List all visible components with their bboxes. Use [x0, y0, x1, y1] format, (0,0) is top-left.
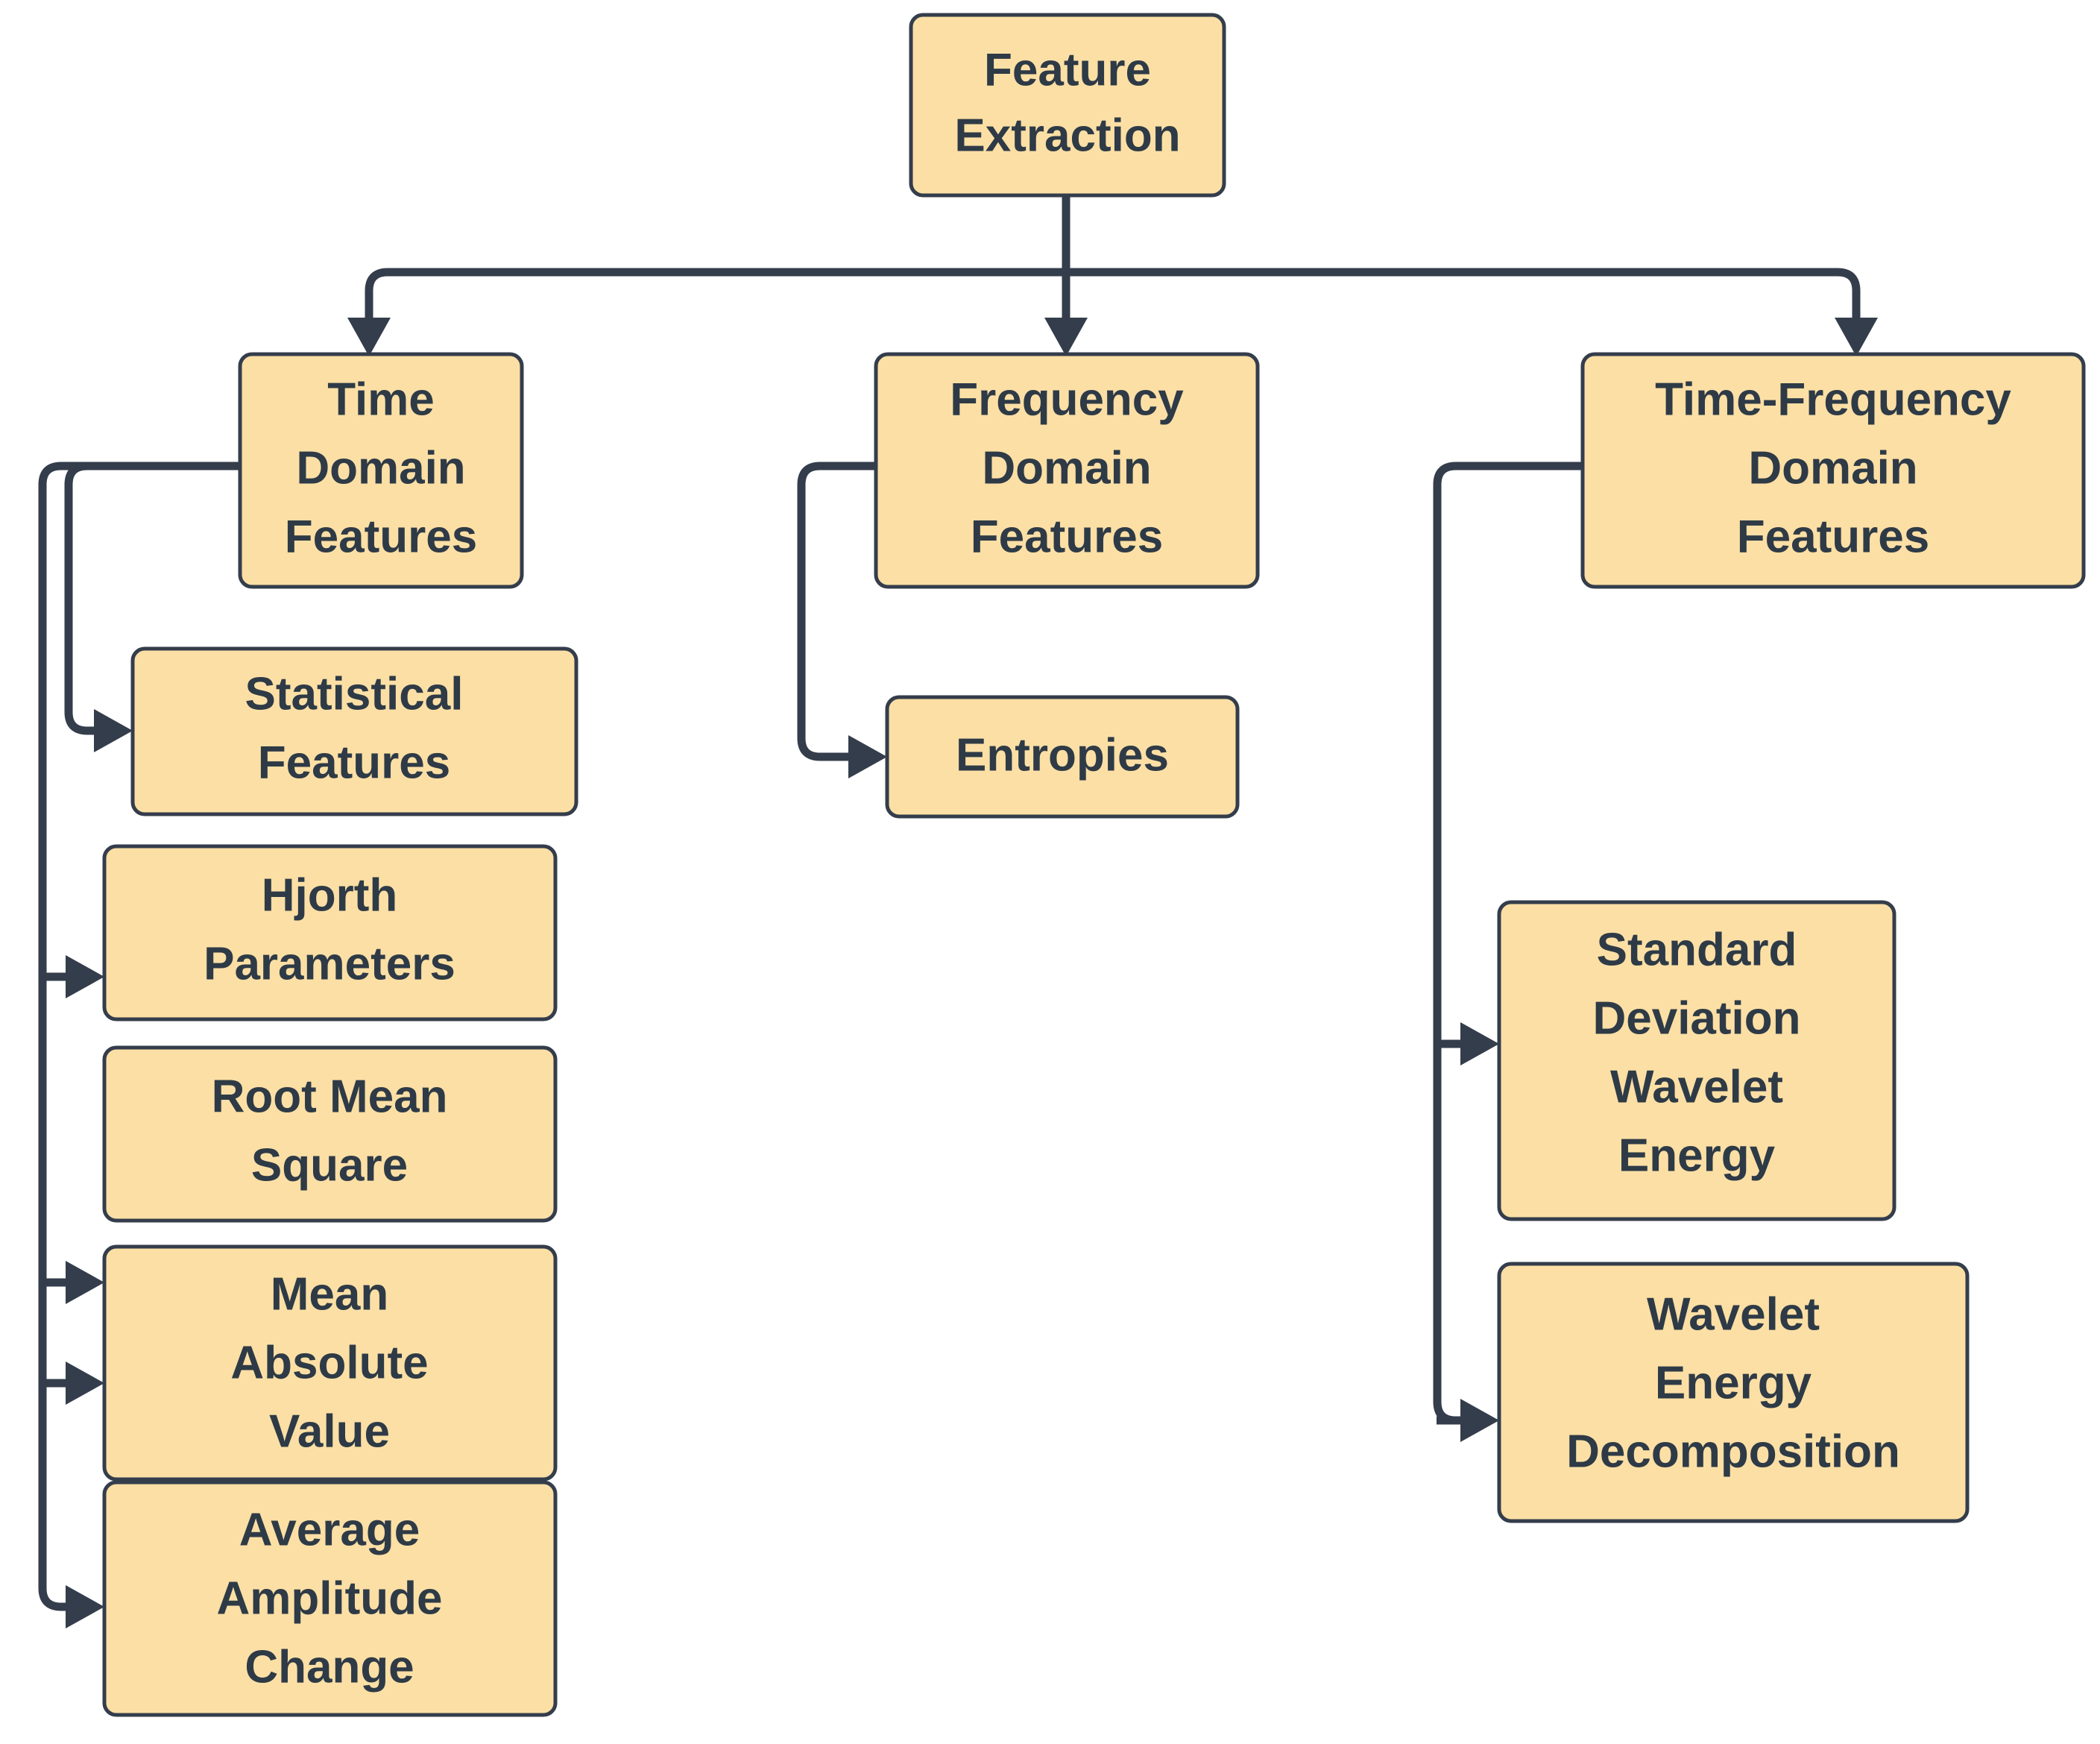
node-statistical-features[interactable]: Statistical Features [130, 646, 578, 816]
arrowhead-time-frequency-domain [1835, 318, 1878, 356]
node-frequency-domain-features[interactable]: Frequency Domain Features [874, 352, 1260, 589]
node-wavelet-energy-decomposition-box[interactable] [1497, 1262, 1970, 1523]
arrowhead-entropies [848, 735, 887, 778]
node-frequency-domain-features-box[interactable] [874, 352, 1260, 589]
node-hjorth-parameters[interactable]: Hjorth Parameters [102, 844, 558, 1021]
node-standard-deviation-wavelet-energy-box[interactable] [1497, 900, 1896, 1221]
node-entropies[interactable]: Entropies [885, 695, 1240, 819]
node-time-domain-features[interactable]: Time Domain Features [238, 352, 524, 589]
arrowhead-time-domain [347, 318, 391, 356]
arrowhead-mean-absolute-value [66, 1361, 104, 1405]
node-time-domain-features-box[interactable] [238, 352, 524, 589]
node-mean-absolute-value[interactable]: Mean Absolute Value [102, 1244, 558, 1482]
arrowhead-hjorth-parameters [66, 955, 104, 998]
node-time-frequency-domain-features[interactable]: Time-Frequency Domain Features [1580, 352, 2086, 589]
edge-root-to-time-domain [365, 268, 1066, 321]
node-feature-extraction[interactable]: Feature Extraction [909, 13, 1226, 198]
node-root-mean-square[interactable]: Root Mean Square [102, 1045, 558, 1223]
edge-frequency-domain-to-entropies [797, 462, 876, 761]
arrowhead-frequency-domain [1044, 318, 1088, 356]
node-entropies-box[interactable] [885, 695, 1240, 819]
node-feature-extraction-box[interactable] [909, 13, 1226, 198]
node-mean-absolute-value-box[interactable] [102, 1244, 558, 1482]
node-statistical-features-box[interactable] [130, 646, 578, 816]
node-standard-deviation-wavelet-energy[interactable]: Standard Deviation Wavelet Energy [1497, 900, 1896, 1221]
arrowhead-wavelet-energy-decomposition [1460, 1399, 1499, 1442]
edge-time-domain-outer-rail [38, 462, 240, 1611]
node-time-frequency-domain-features-box[interactable] [1580, 352, 2086, 589]
arrowhead-statistical-features [94, 709, 133, 752]
node-wavelet-energy-decomposition[interactable]: Wavelet Energy Decomposition [1497, 1262, 1970, 1523]
edge-root-to-time-frequency-domain [1066, 268, 1861, 321]
arrowhead-standard-deviation-wavelet-energy [1460, 1022, 1499, 1065]
node-root-mean-square-box[interactable] [102, 1045, 558, 1223]
arrowhead-average-amplitude-change [66, 1585, 104, 1628]
edge-layer [38, 195, 1878, 1628]
node-hjorth-parameters-box[interactable] [102, 844, 558, 1021]
node-average-amplitude-change-box[interactable] [102, 1480, 558, 1717]
arrowhead-root-mean-square [66, 1261, 104, 1304]
node-average-amplitude-change[interactable]: Average Amplitude Change [102, 1480, 558, 1717]
